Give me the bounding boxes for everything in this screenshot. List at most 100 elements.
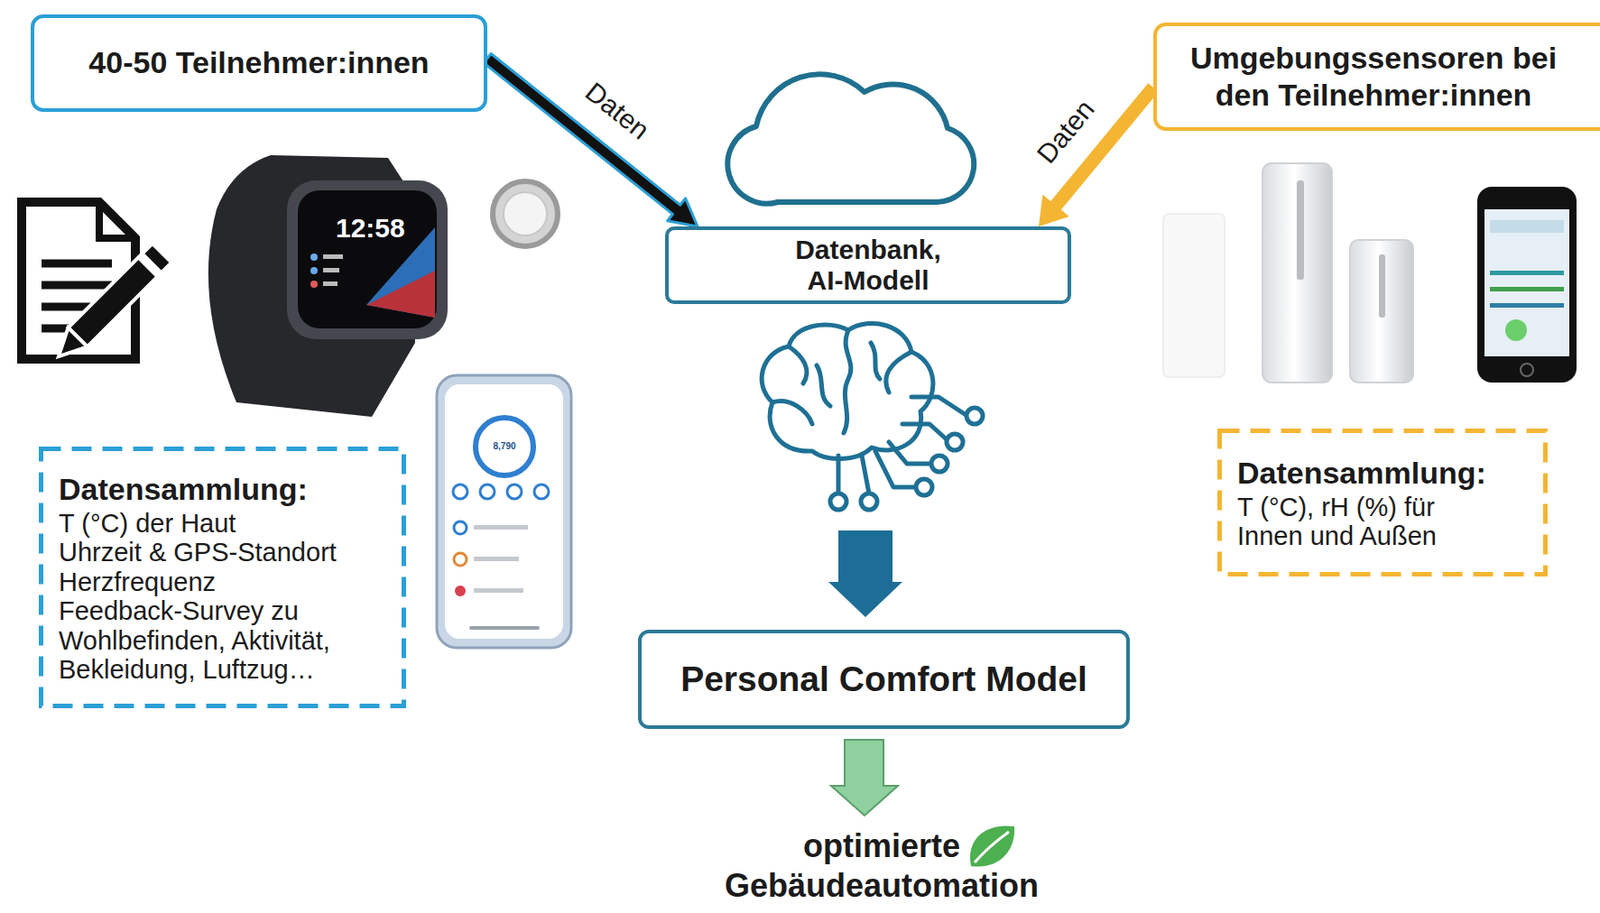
app-line <box>1489 270 1564 276</box>
circuit-node <box>915 479 933 496</box>
app-icon <box>507 484 522 500</box>
watch-line <box>323 281 338 287</box>
list-item: T (°C) der Haut <box>58 508 236 538</box>
station-faint <box>1163 213 1225 378</box>
list-item: Feedback-Survey zu Wohlbefinden, Aktivit… <box>58 596 361 685</box>
app-line <box>1489 286 1564 292</box>
progress-ring <box>475 417 534 476</box>
brain-fold <box>870 342 880 380</box>
app-icon <box>453 553 467 566</box>
station-indoor <box>1262 163 1332 383</box>
circuit-line <box>911 397 968 417</box>
watch-dot <box>310 253 318 261</box>
outcome-label: optimierte Gebäudeautomation <box>687 826 1076 907</box>
watch-graphic <box>366 270 435 318</box>
phone-screen <box>444 384 564 639</box>
app-icon <box>454 585 466 597</box>
step-count: 8,790 <box>492 441 516 453</box>
down-arrow-green <box>831 739 898 816</box>
document-icon <box>21 202 172 367</box>
list-item: Uhrzeit & GPS-Standort <box>58 537 337 567</box>
circuit-line <box>836 455 842 494</box>
box-title: Umgebungssensoren bei den Teilnehmer:inn… <box>1174 39 1573 114</box>
document-line <box>41 259 112 269</box>
box-heading: Datensammlung: <box>1237 453 1487 493</box>
circuit-node <box>931 455 948 472</box>
home-bar <box>469 626 540 630</box>
pen-band <box>137 252 163 278</box>
circuit-node <box>860 493 878 510</box>
box-heading: Datensammlung: <box>58 470 308 509</box>
watch-line <box>323 254 343 259</box>
app-icon <box>453 521 467 535</box>
brain-fold <box>772 401 813 425</box>
box-title: Personal Comfort Model <box>680 659 1088 701</box>
station-slot <box>1378 254 1386 318</box>
database-box: Datenbank, AI-Modell <box>665 226 1072 305</box>
down-arrow <box>828 530 903 618</box>
list-item: Herzfrequenz <box>58 567 216 597</box>
app-bar <box>1489 220 1564 233</box>
watch-screen <box>297 190 437 329</box>
circuit-node <box>966 407 983 425</box>
data-arrow <box>483 54 698 228</box>
app-line <box>473 556 519 562</box>
edge-label: Daten <box>1030 93 1101 169</box>
brain-icon <box>761 323 983 510</box>
phone-screen <box>1484 209 1570 357</box>
brain-fold <box>886 351 912 393</box>
cloud-icon <box>727 73 974 204</box>
station-slot <box>1296 180 1305 280</box>
brain-fold <box>788 346 807 384</box>
document-fold <box>99 202 136 239</box>
phone-left <box>436 375 572 648</box>
leaf-vein <box>974 832 1009 863</box>
pen-body <box>68 243 173 348</box>
watch-time: 12:58 <box>335 212 406 245</box>
circuit-node <box>830 493 847 510</box>
dashed-border <box>1220 431 1546 575</box>
watch-case <box>286 180 448 340</box>
app-icon <box>534 484 549 500</box>
dashed-border <box>41 449 405 707</box>
box-body: T (°C), rH (%) für Innen und Außen <box>1237 492 1499 552</box>
data-collection-box: Datensammlung:T (°C), rH (%) für Innen u… <box>1217 428 1548 577</box>
watch-dot <box>310 267 318 275</box>
participants-box: 40-50 Teilnehmer:innen <box>30 14 488 112</box>
home-button <box>1520 363 1534 377</box>
brain-fold <box>843 330 851 434</box>
circuit-line <box>861 455 870 494</box>
app-icon <box>480 484 495 500</box>
comfort-model-box: Personal Comfort Model <box>638 629 1130 730</box>
circuit-node <box>946 434 963 451</box>
app-line <box>473 525 528 530</box>
brain-fold <box>816 365 831 407</box>
box-title: 40-50 Teilnehmer:innen <box>88 45 429 81</box>
edge-label: Daten <box>579 76 656 147</box>
watch-line <box>323 268 340 273</box>
circuit-line <box>875 451 916 488</box>
brain-outline <box>761 323 934 459</box>
document-line <box>41 281 112 290</box>
weather-station <box>1163 163 1414 383</box>
leaf-icon <box>970 825 1015 867</box>
smartwatch <box>208 155 448 417</box>
phone-frame <box>436 375 572 648</box>
pen-tip <box>48 327 87 366</box>
sensor-ring <box>492 181 558 247</box>
leaf-shape <box>970 825 1015 867</box>
data-collection-box: Datensammlung:T (°C) der HautUhrzeit & G… <box>38 446 407 709</box>
circuit-line <box>888 442 932 464</box>
app-icon <box>453 484 468 500</box>
sensors-box: Umgebungssensoren bei den Teilnehmer:inn… <box>1153 22 1600 131</box>
sensor-face <box>503 192 547 236</box>
app-dot <box>1505 319 1527 342</box>
watch-dot <box>310 280 318 288</box>
pen-icon <box>48 243 172 367</box>
circuit-line <box>902 424 948 441</box>
coin-sensor <box>492 181 558 247</box>
phone-right <box>1477 186 1577 383</box>
box-title: Datenbank, AI-Modell <box>782 234 954 297</box>
